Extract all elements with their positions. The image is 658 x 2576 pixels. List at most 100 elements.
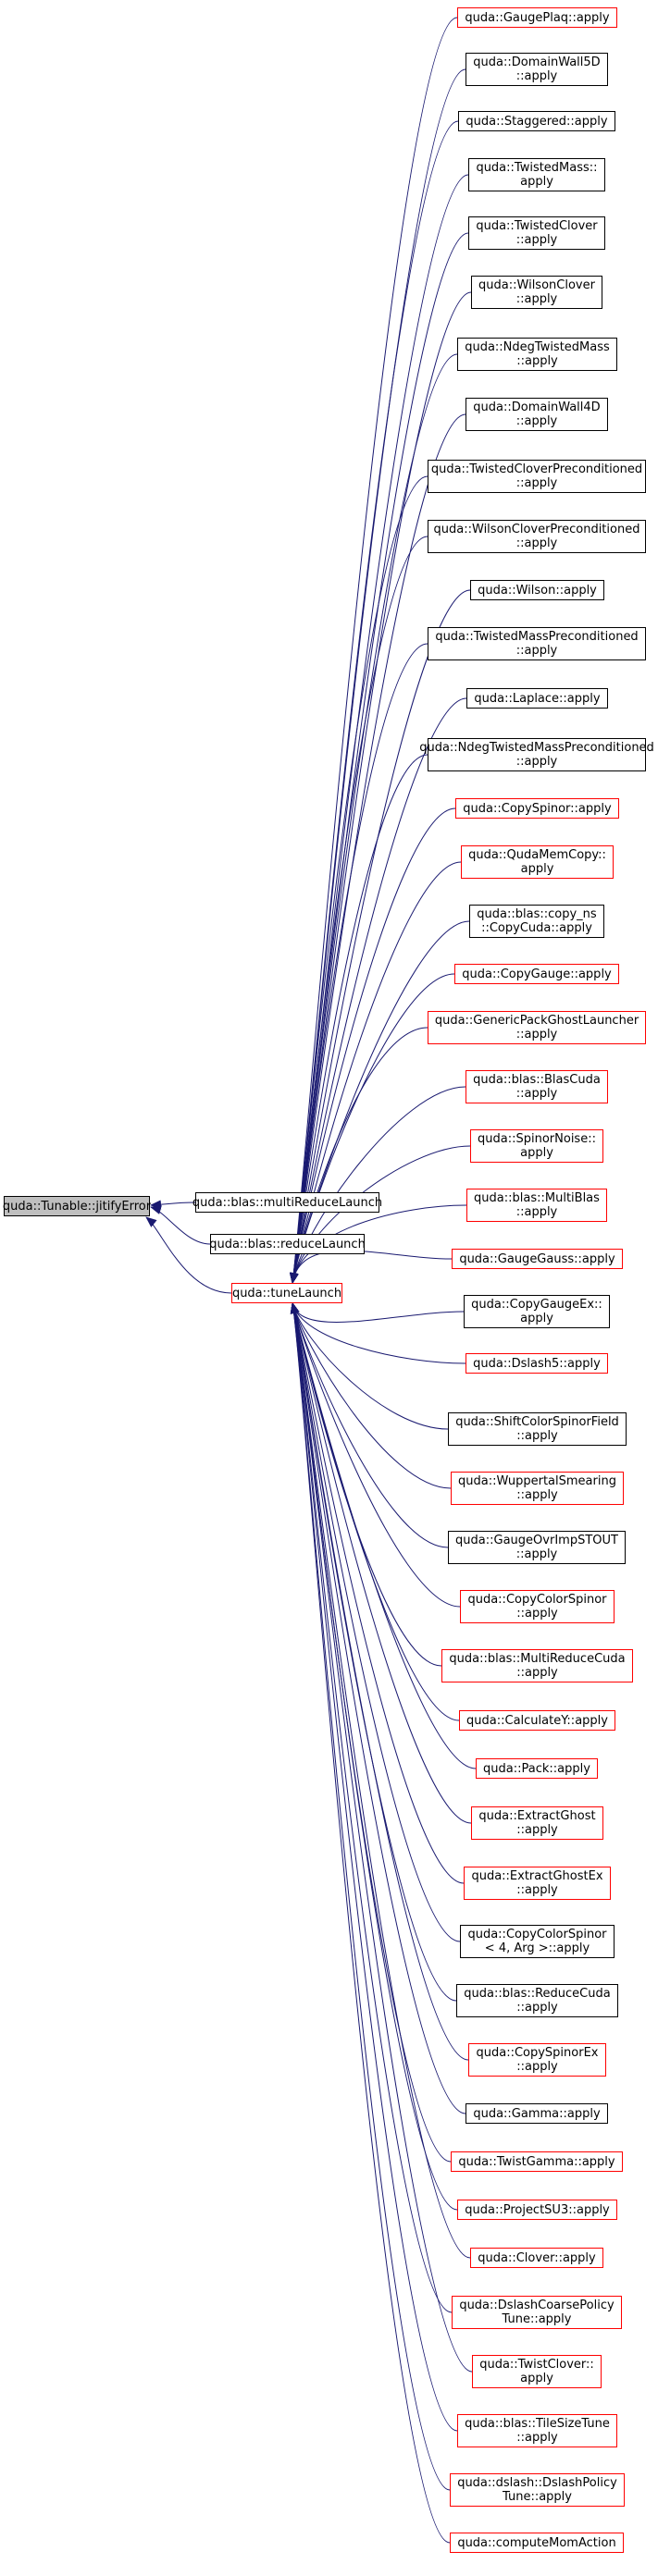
caller-node-quda-domainwall5d-apply[interactable]: quda::DomainWall5D::apply — [466, 53, 608, 86]
caller-node-label: quda::WuppertalSmearing — [458, 1474, 616, 1488]
caller-node-label: quda::CopyGaugeEx:: — [471, 1298, 602, 1312]
caller-node-quda-blas-multiblas-apply[interactable]: quda::blas::MultiBlas::apply — [466, 1189, 607, 1222]
edge-quda-wilsonclover-apply-to-tune-launch — [289, 291, 472, 1284]
caller-node-quda-ndegtwistedmass-apply[interactable]: quda::NdegTwistedMass::apply — [457, 338, 617, 371]
caller-node-quda-twistedclover-apply[interactable]: quda::TwistedClover::apply — [468, 216, 605, 250]
caller-node-label: quda::Clover::apply — [478, 2250, 596, 2265]
caller-node-quda-gaugegauss-apply[interactable]: quda::GaugeGauss::apply — [452, 1249, 623, 1269]
caller-node-quda-gamma-apply[interactable]: quda::Gamma::apply — [466, 2103, 608, 2124]
caller-node-label: quda::ProjectSU3::apply — [465, 2202, 610, 2217]
edge-quda-wilsoncloverpreconditioned-apply-to-tune-launch — [289, 536, 428, 1284]
caller-node-label: ::apply — [515, 1547, 558, 1561]
caller-node-quda-wilsonclover-apply[interactable]: quda::WilsonClover::apply — [471, 276, 602, 309]
caller-node-label: quda::DomainWall4D — [473, 401, 601, 414]
caller-node-quda-copygaugeex-apply[interactable]: quda::CopyGaugeEx::apply — [464, 1295, 610, 1328]
caller-node-quda-gaugeplaq-apply[interactable]: quda::GaugePlaq::apply — [457, 7, 617, 28]
caller-node-label: quda::computeMomAction — [457, 2535, 616, 2550]
caller-node-label: quda::ShiftColorSpinorField — [455, 1415, 619, 1429]
edge-quda-blas-blascuda-apply-to-tune-launch — [289, 1086, 466, 1284]
caller-node-quda-dslash5-apply[interactable]: quda::Dslash5::apply — [466, 1353, 608, 1374]
caller-node-quda-wuppertalsmearing-apply[interactable]: quda::WuppertalSmearing::apply — [451, 1472, 624, 1505]
caller-node-quda-copycolorspinor-apply[interactable]: quda::CopyColorSpinor::apply — [460, 1590, 615, 1623]
caller-node-quda-wilsoncloverpreconditioned-apply[interactable]: quda::WilsonCloverPreconditioned::apply — [428, 520, 646, 553]
caller-node-label: ::apply — [516, 354, 558, 368]
caller-node-label: quda::GenericPackGhostLauncher — [434, 1014, 639, 1028]
caller-node-quda-shiftcolorspinorfield-apply[interactable]: quda::ShiftColorSpinorField::apply — [448, 1412, 627, 1446]
edge-quda-gaugegauss-apply-to-tune-launch — [289, 1250, 453, 1284]
caller-node-label: quda::WilsonClover — [478, 278, 595, 292]
caller-node-quda-wilson-apply[interactable]: quda::Wilson::apply — [470, 580, 604, 600]
caller-node-quda-copygauge-apply[interactable]: quda::CopyGauge::apply — [454, 964, 619, 984]
caller-node-quda-twistgamma-apply[interactable]: quda::TwistGamma::apply — [451, 2151, 623, 2172]
node-multi-reduce-launch[interactable]: quda::blas::multiReduceLaunch — [192, 1192, 383, 1213]
caller-node-quda-staggered-apply[interactable]: quda::Staggered::apply — [458, 111, 615, 131]
caller-node-quda-clover-apply[interactable]: quda::Clover::apply — [470, 2248, 603, 2268]
caller-node-quda-ndegtwistedmasspreconditioned-apply[interactable]: quda::NdegTwistedMassPreconditioned::app… — [419, 738, 654, 771]
node-tune-launch[interactable]: quda::tuneLaunch — [231, 1283, 342, 1303]
caller-node-label: quda::Gamma::apply — [473, 2106, 601, 2121]
caller-node-quda-extractghostex-apply[interactable]: quda::ExtractGhostEx::apply — [464, 1867, 611, 1900]
caller-node-quda-copyspinor-apply[interactable]: quda::CopySpinor::apply — [455, 798, 619, 819]
root-node-jitify-error[interactable]: quda::Tunable::jitifyError — [2, 1196, 152, 1216]
edge-quda-blas-multiblas-apply-to-tune-launch — [289, 1204, 467, 1284]
caller-node-quda-qudamemcopy-apply[interactable]: quda::QudaMemCopy::apply — [461, 845, 614, 879]
caller-node-label: quda::DslashCoarsePolicy — [459, 2299, 615, 2312]
caller-node-quda-copycolorspinor-apply[interactable]: quda::CopyColorSpinor< 4, Arg >::apply — [460, 1925, 615, 1958]
node-label: quda::blas::reduceLaunch — [209, 1237, 366, 1251]
caller-node-quda-gaugeovrimpstout-apply[interactable]: quda::GaugeOvrImpSTOUT::apply — [448, 1531, 626, 1564]
caller-node-quda-blas-reducecuda-apply[interactable]: quda::blas::ReduceCuda::apply — [456, 1984, 618, 2017]
edge-quda-wuppertalsmearing-apply-to-tune-launch — [290, 1302, 452, 1489]
caller-node-label: quda::TwistedCloverPreconditioned — [430, 462, 643, 476]
caller-node-quda-genericpackghostlauncher-apply[interactable]: quda::GenericPackGhostLauncher::apply — [428, 1011, 646, 1044]
caller-node-label: quda::blas::TileSizeTune — [465, 2417, 610, 2431]
caller-node-label: quda::NdegTwistedMass — [465, 340, 610, 354]
caller-node-quda-blas-tilesizetune-apply[interactable]: quda::blas::TileSizeTune::apply — [457, 2414, 617, 2447]
caller-node-quda-projectsu3-apply[interactable]: quda::ProjectSU3::apply — [457, 2200, 617, 2220]
caller-node-label: ::apply — [516, 2060, 558, 2074]
caller-node-quda-computemomaction[interactable]: quda::computeMomAction — [450, 2533, 624, 2553]
caller-node-quda-pack-apply[interactable]: quda::Pack::apply — [476, 1758, 598, 1779]
caller-node-label: ::apply — [516, 1429, 558, 1443]
edge-quda-extractghostex-apply-to-tune-launch — [290, 1302, 465, 1884]
edge-quda-dslashcoarsepolicytune-apply-to-tune-launch — [290, 1302, 453, 2313]
caller-node-quda-copyspinorex-apply[interactable]: quda::CopySpinorEx::apply — [468, 2043, 606, 2077]
edge-quda-domainwall5d-apply-to-tune-launch — [289, 68, 466, 1284]
node-label: quda::blas::multiReduceLaunch — [192, 1195, 383, 1210]
caller-node-label: ::apply — [516, 1488, 558, 1502]
caller-node-label: ::apply — [516, 2431, 558, 2445]
caller-node-label: quda::Laplace::apply — [474, 691, 601, 706]
caller-node-label: quda::blas::copy_ns — [477, 907, 597, 921]
edge-quda-copycolorspinor-apply-to-tune-launch — [290, 1302, 461, 1608]
caller-node-label: quda::TwistedMassPreconditioned — [435, 630, 639, 644]
caller-node-label: quda::blas::BlasCuda — [473, 1073, 601, 1087]
caller-node-quda-twistclover-apply[interactable]: quda::TwistClover::apply — [472, 2355, 602, 2388]
caller-node-quda-spinornoise-apply[interactable]: quda::SpinorNoise::apply — [470, 1129, 603, 1163]
caller-node-quda-laplace-apply[interactable]: quda::Laplace::apply — [466, 688, 608, 709]
caller-node-label: quda::GaugeOvrImpSTOUT — [455, 1534, 618, 1547]
node-reduce-launch[interactable]: quda::blas::reduceLaunch — [209, 1234, 366, 1254]
caller-node-quda-blas-copy-ns-copycuda-apply[interactable]: quda::blas::copy_ns::CopyCuda::apply — [469, 905, 604, 938]
edge-quda-copyspinorex-apply-to-tune-launch — [290, 1302, 469, 2061]
caller-node-quda-domainwall4d-apply[interactable]: quda::DomainWall4D::apply — [466, 398, 608, 431]
caller-node-label: quda::blas::MultiBlas — [474, 1191, 600, 1205]
caller-node-quda-blas-multireducecuda-apply[interactable]: quda::blas::MultiReduceCuda::apply — [441, 1649, 633, 1682]
caller-node-quda-calculatey-apply[interactable]: quda::CalculateY::apply — [459, 1710, 615, 1731]
caller-node-label: ::apply — [516, 1823, 558, 1837]
caller-node-quda-twistedmasspreconditioned-apply[interactable]: quda::TwistedMassPreconditioned::apply — [428, 627, 646, 660]
caller-node-label: quda::CopyGauge::apply — [462, 967, 612, 981]
caller-node-label: quda::TwistedMass:: — [476, 161, 598, 175]
caller-node-quda-twistedmass-apply[interactable]: quda::TwistedMass::apply — [468, 158, 605, 191]
edge-quda-copycolorspinor-apply-to-tune-launch — [290, 1302, 461, 1942]
edge-quda-spinornoise-apply-to-tune-launch — [289, 1145, 471, 1284]
edge-quda-gamma-apply-to-tune-launch — [290, 1302, 466, 2114]
caller-node-label: quda::DomainWall5D — [473, 55, 601, 69]
caller-node-label: ::apply — [515, 69, 558, 83]
caller-node-label: quda::CalculateY::apply — [466, 1713, 608, 1728]
caller-node-label: quda::blas::ReduceCuda — [464, 1987, 611, 2001]
caller-node-quda-blas-blascuda-apply[interactable]: quda::blas::BlasCuda::apply — [466, 1070, 608, 1103]
caller-node-quda-extractghost-apply[interactable]: quda::ExtractGhost::apply — [471, 1806, 603, 1840]
root-node-label: quda::Tunable::jitifyError — [2, 1199, 152, 1214]
caller-node-quda-twistedcloverpreconditioned-apply[interactable]: quda::TwistedCloverPreconditioned::apply — [428, 460, 646, 493]
